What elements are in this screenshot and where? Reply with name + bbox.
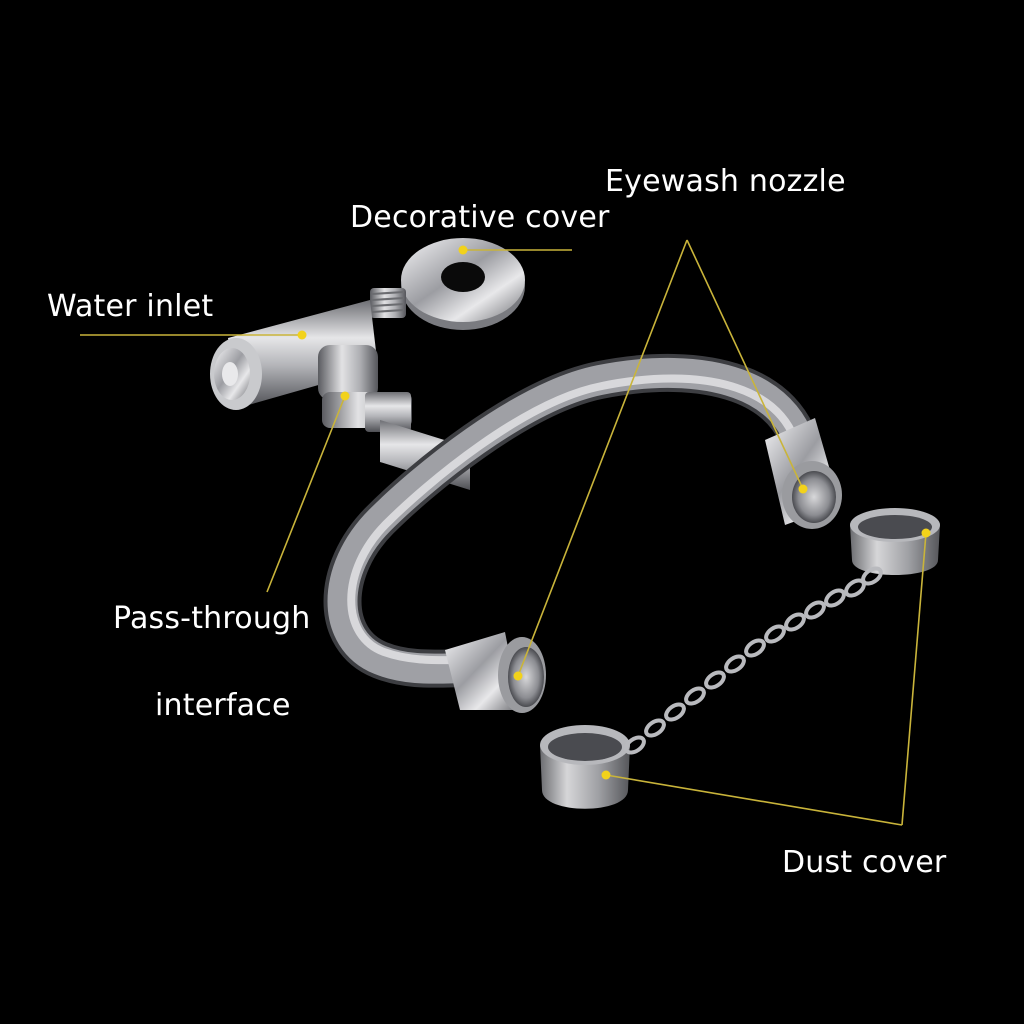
label-eyewash-nozzle: Eyewash nozzle <box>605 164 846 199</box>
label-pass-through-line2: interface <box>155 688 291 723</box>
dust-cover-chain <box>624 566 883 755</box>
leader-line-eyewash-lower <box>517 239 688 677</box>
label-decorative-cover: Decorative cover <box>350 200 610 235</box>
marker-water-inlet <box>297 330 307 340</box>
leader-lines <box>80 239 927 826</box>
dust-cover-upper <box>850 508 940 575</box>
marker-decorative-cover <box>458 245 468 255</box>
leader-line-eyewash-upper <box>686 239 804 490</box>
label-water-inlet: Water inlet <box>47 289 214 324</box>
marker-eyewash-upper <box>798 484 808 494</box>
leader-line-dust-upper <box>901 532 927 826</box>
marker-pass-through <box>340 391 350 401</box>
marker-dust-lower <box>601 770 611 780</box>
label-pass-through-line1: Pass-through <box>113 601 311 636</box>
marker-dust-upper <box>921 528 931 538</box>
marker-eyewash-lower <box>513 671 523 681</box>
main-pipe <box>323 353 824 688</box>
dust-cover-lower <box>540 725 630 809</box>
leader-line-pass-through <box>266 395 346 593</box>
marker-dots <box>297 245 931 780</box>
upper-nozzle <box>765 418 842 529</box>
water-inlet-valve <box>210 288 406 410</box>
label-dust-cover: Dust cover <box>782 845 947 880</box>
decorative-cover-ring <box>401 238 525 330</box>
leader-line-dust-lower <box>605 774 903 826</box>
